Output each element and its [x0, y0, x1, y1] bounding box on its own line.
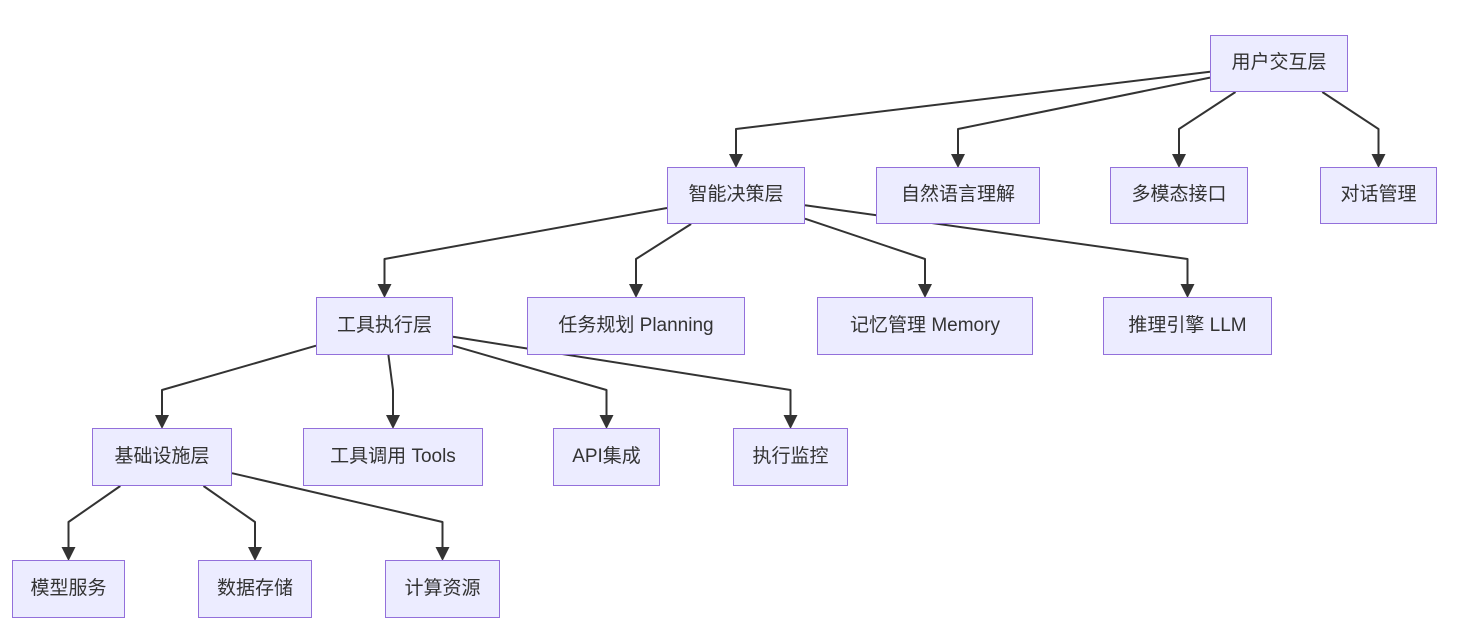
node-label: 多模态接口 [1131, 184, 1227, 206]
edge-user-interaction-to-decision [729, 70, 1211, 168]
node-api: API集成 [553, 428, 660, 486]
node-llm: 推理引擎 LLM [1103, 297, 1272, 355]
node-label: 对话管理 [1340, 184, 1417, 206]
edge-line [383, 207, 668, 285]
node-dialog: 对话管理 [1320, 167, 1437, 224]
edge-line [635, 223, 692, 285]
edge-user-interaction-to-multimodal [1172, 91, 1237, 168]
node-monitor: 执行监控 [733, 428, 848, 486]
edge-tool-exec-to-api [452, 344, 614, 429]
node-label: 推理引擎 LLM [1128, 314, 1247, 336]
node-decision: 智能决策层 [667, 167, 805, 224]
arrowhead-icon [1371, 154, 1386, 168]
arrowhead-icon [1172, 154, 1186, 168]
edge-line [202, 485, 256, 548]
node-compute: 计算资源 [385, 560, 500, 618]
node-label: 任务规划 Planning [558, 314, 714, 336]
node-infra: 基础设施层 [92, 428, 232, 486]
node-label: 基础设施层 [114, 445, 210, 467]
node-planning: 任务规划 Planning [527, 297, 745, 355]
edge-decision-to-tool-exec [377, 207, 668, 298]
node-label: 自然语言理解 [900, 184, 1015, 206]
node-user-interaction: 用户交互层 [1210, 35, 1348, 92]
node-label: 模型服务 [30, 577, 107, 599]
arrowhead-icon [729, 154, 743, 168]
edge-decision-to-memory [804, 217, 932, 298]
node-tools: 工具调用 Tools [303, 428, 483, 486]
arrowhead-icon [918, 284, 932, 298]
arrowhead-icon [599, 415, 614, 429]
edge-infra-to-storage [202, 485, 262, 561]
node-label: API集成 [572, 445, 641, 467]
edge-line [804, 217, 926, 285]
edge-line [1321, 91, 1380, 155]
edge-tool-exec-to-infra [155, 344, 317, 429]
node-label: 计算资源 [404, 577, 481, 599]
edge-infra-to-model-service [61, 485, 121, 561]
edge-line [1178, 91, 1237, 155]
node-label: 记忆管理 Memory [850, 314, 1000, 336]
arrowhead-icon [61, 547, 76, 561]
edge-line [735, 70, 1211, 155]
arrowhead-icon [155, 415, 169, 429]
node-multimodal: 多模态接口 [1110, 167, 1248, 224]
edge-infra-to-compute [231, 472, 450, 561]
edge-line [161, 344, 317, 416]
node-tool-exec: 工具执行层 [316, 297, 453, 355]
node-label: 智能决策层 [688, 184, 784, 206]
edge-line [67, 485, 121, 548]
node-label: 工具执行层 [336, 314, 432, 336]
edge-user-interaction-to-nlu [951, 76, 1211, 168]
edge-decision-to-planning [629, 223, 692, 298]
edge-tool-exec-to-tools [386, 354, 400, 429]
arrowhead-icon [435, 547, 450, 561]
arrowhead-icon [1180, 284, 1195, 298]
arrowhead-icon [386, 415, 400, 429]
node-label: 工具调用 Tools [330, 445, 456, 467]
edge-line [452, 344, 608, 416]
edge-user-interaction-to-dialog [1321, 91, 1386, 168]
edge-line [231, 472, 444, 548]
node-label: 数据存储 [216, 577, 293, 599]
arrowhead-icon [629, 284, 643, 298]
node-storage: 数据存储 [198, 560, 312, 618]
node-model-service: 模型服务 [12, 560, 125, 618]
node-label: 执行监控 [752, 445, 829, 467]
node-label: 用户交互层 [1231, 52, 1327, 74]
node-nlu: 自然语言理解 [876, 167, 1040, 224]
arrowhead-icon [951, 154, 965, 168]
node-memory: 记忆管理 Memory [817, 297, 1033, 355]
arrowhead-icon [377, 284, 392, 298]
arrowhead-icon [248, 547, 262, 561]
edge-line [957, 76, 1211, 155]
edge-line [387, 354, 394, 416]
arrowhead-icon [783, 415, 798, 429]
